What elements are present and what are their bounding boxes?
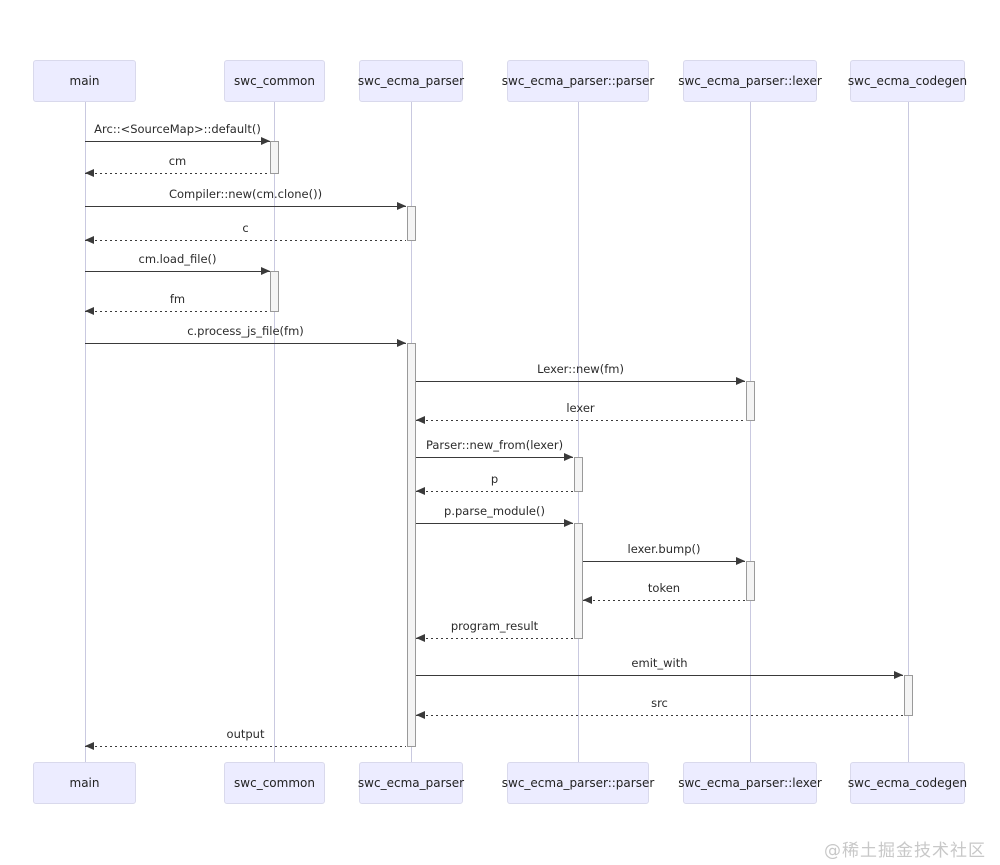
message-line-12 [583,561,745,563]
message-label-9: Parser::new_from(lexer) [425,438,564,452]
message-label-6: c.process_js_file(fm) [187,324,304,338]
message-line-1 [85,173,270,175]
message-label-1: cm [168,154,187,168]
message-arrowhead-3 [85,236,94,244]
activation-bar-swc_common-2 [269,271,279,312]
actor-label: swc_ecma_parser::parser [501,776,655,790]
message-label-3: c [242,221,249,235]
message-arrowhead-14 [416,634,425,642]
actor-box-main-bottom: main [33,762,136,804]
message-label-15: emit_with [631,656,688,670]
message-line-0 [85,141,270,143]
actor-box-swc_ecma_codegen-top: swc_ecma_codegen [847,60,968,102]
activation-bar-swc_common-0 [269,141,279,174]
message-label-0: Arc::<SourceMap>::default() [94,122,261,136]
message-arrowhead-1 [85,169,94,177]
message-label-16: src [651,696,668,710]
lifeline-swc_common [274,102,275,762]
message-label-7: Lexer::new(fm) [537,362,624,376]
lifeline-swc_ecma_parser_parser [578,102,579,762]
lifeline-main [85,102,86,762]
actor-box-swc_ecma_parser_lexer-bottom: swc_ecma_parser::lexer [678,762,822,804]
message-line-8 [416,420,745,422]
message-arrowhead-5 [85,307,94,315]
activation-bar-swc_ecma_parser-1 [406,206,416,241]
message-arrowhead-7 [736,377,745,385]
message-arrowhead-12 [736,557,745,565]
actor-box-swc_ecma_parser_lexer-top: swc_ecma_parser::lexer [678,60,822,102]
message-line-10 [416,491,573,493]
actor-box-swc_ecma_parser_parser-top: swc_ecma_parser::parser [502,60,654,102]
actor-box-swc_ecma_parser-top: swc_ecma_parser [357,60,465,102]
message-line-7 [416,381,745,383]
message-arrowhead-11 [564,519,573,527]
actor-box-swc_common-top: swc_common [224,60,325,102]
message-label-10: p [490,472,499,486]
message-line-16 [416,715,903,717]
message-label-14: program_result [450,619,539,633]
message-label-5: fm [169,292,186,306]
actor-label: main [69,776,100,790]
message-arrowhead-16 [416,711,425,719]
message-label-8: lexer [566,401,595,415]
message-line-3 [85,240,406,242]
message-line-11 [416,523,573,525]
actor-label: swc_common [234,776,315,790]
message-arrowhead-17 [85,742,94,750]
message-arrowhead-6 [397,339,406,347]
message-line-13 [583,600,745,602]
actor-label: swc_ecma_parser::lexer [678,776,822,790]
message-arrowhead-0 [261,137,270,145]
message-label-2: Compiler::new(cm.clone()) [168,187,323,201]
message-label-13: token [647,581,681,595]
message-line-4 [85,271,270,273]
actor-label: swc_ecma_parser::lexer [678,74,822,88]
message-line-2 [85,206,406,208]
message-arrowhead-8 [416,416,425,424]
message-line-5 [85,311,270,313]
actor-label: swc_ecma_parser::parser [501,74,655,88]
activation-bar-swc_ecma_parser-3 [406,343,416,747]
activation-bar-swc_ecma_parser_parser-5 [573,457,583,492]
actor-box-swc_ecma_parser-bottom: swc_ecma_parser [357,762,465,804]
message-arrowhead-15 [894,671,903,679]
lifeline-swc_ecma_codegen [908,102,909,762]
lifeline-swc_ecma_parser_lexer [750,102,751,762]
actor-label: swc_common [234,74,315,88]
activation-bar-swc_ecma_codegen-8 [903,675,913,716]
message-arrowhead-9 [564,453,573,461]
message-line-17 [85,746,406,748]
actor-box-main-top: main [33,60,136,102]
message-arrowhead-13 [583,596,592,604]
message-label-11: p.parse_module() [444,504,545,518]
activation-bar-swc_ecma_parser_lexer-4 [745,381,755,421]
message-label-12: lexer.bump() [627,542,701,556]
message-label-4: cm.load_file() [138,252,217,266]
message-arrowhead-4 [261,267,270,275]
message-label-17: output [226,727,265,741]
actor-label: swc_ecma_codegen [847,74,968,88]
actor-label: swc_ecma_parser [357,74,465,88]
actor-label: swc_ecma_parser [357,776,465,790]
message-line-6 [85,343,406,345]
message-line-9 [416,457,573,459]
activation-bar-swc_ecma_parser_lexer-7 [745,561,755,601]
actor-box-swc_ecma_parser_parser-bottom: swc_ecma_parser::parser [502,762,654,804]
actor-box-swc_common-bottom: swc_common [224,762,325,804]
actor-label: swc_ecma_codegen [847,776,968,790]
activation-bar-swc_ecma_parser_parser-6 [573,523,583,639]
message-arrowhead-2 [397,202,406,210]
watermark: @稀土掘金技术社区 [824,841,986,861]
message-arrowhead-10 [416,487,425,495]
actor-label: main [69,74,100,88]
message-line-14 [416,638,573,640]
actor-box-swc_ecma_codegen-bottom: swc_ecma_codegen [847,762,968,804]
message-line-15 [416,675,903,677]
